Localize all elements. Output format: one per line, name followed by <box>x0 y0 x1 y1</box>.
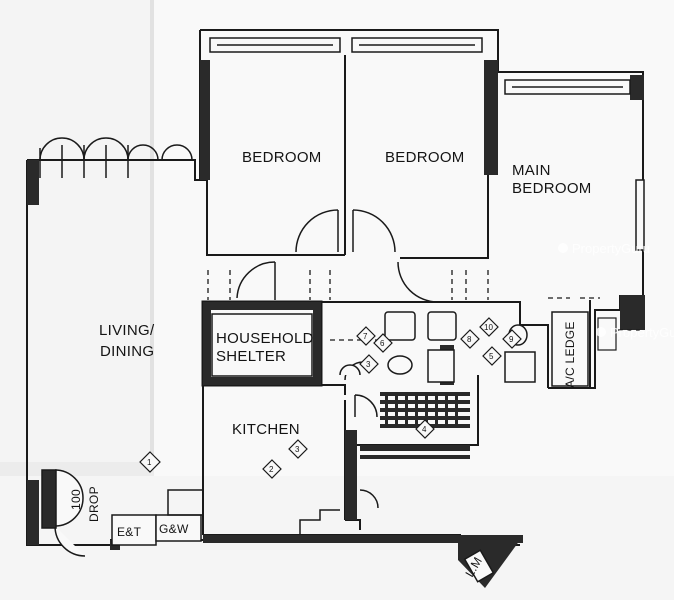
ac-ledge-box <box>551 311 589 387</box>
marker-1: 1 <box>147 458 152 467</box>
label-refuse-drop: DROP <box>87 486 101 522</box>
label-refuse-100: 100 <box>69 489 83 510</box>
marker-3b: 3 <box>366 360 371 369</box>
room-label-main-bedroom-2: BEDROOM <box>512 180 592 197</box>
marker-8: 8 <box>467 335 472 344</box>
marker-5: 5 <box>489 352 494 361</box>
marker-10: 10 <box>484 323 493 332</box>
marker-4: 4 <box>422 425 427 434</box>
marker-labels: 1 2 3 3 4 5 6 7 8 9 10 <box>147 323 514 474</box>
watermark-1: PropertyGuru <box>558 241 650 256</box>
marker-7: 7 <box>363 332 368 341</box>
room-label-shelter: SHELTER <box>216 348 286 365</box>
svg-text:PropertyGuru: PropertyGuru <box>572 241 650 256</box>
room-label-bedroom-1: BEDROOM <box>242 149 322 166</box>
room-label-living-2: DINING <box>100 343 154 360</box>
service-area <box>41 469 204 557</box>
room-label-bedroom-2: BEDROOM <box>385 149 465 166</box>
watermark-2: PropertyGuru <box>596 325 674 340</box>
marker-3a: 3 <box>295 445 300 454</box>
room-label-ac-ledge: A/C LEDGE <box>563 321 577 388</box>
lift-symbol <box>463 549 495 583</box>
doors <box>236 209 439 509</box>
room-label-main-bedroom-1: MAIN <box>512 162 551 179</box>
kitchen-counter <box>299 509 340 535</box>
label-g-and-w: G&W <box>159 522 189 536</box>
marker-6: 6 <box>380 339 385 348</box>
marker-shapes <box>139 317 522 479</box>
living-window-arcs <box>39 137 193 178</box>
label-e-and-t: E&T <box>117 525 142 539</box>
room-label-household: HOUSEHOLD <box>216 330 314 347</box>
paper-crease-vertical <box>150 0 154 600</box>
room-label-kitchen: KITCHEN <box>232 421 300 438</box>
room-label-living-1: LIVING/ <box>99 322 155 339</box>
marker-9: 9 <box>509 335 514 344</box>
windows <box>209 37 645 251</box>
dashed-lines <box>207 270 640 341</box>
marker-2: 2 <box>269 465 274 474</box>
svg-text:PropertyGuru: PropertyGuru <box>610 325 674 340</box>
